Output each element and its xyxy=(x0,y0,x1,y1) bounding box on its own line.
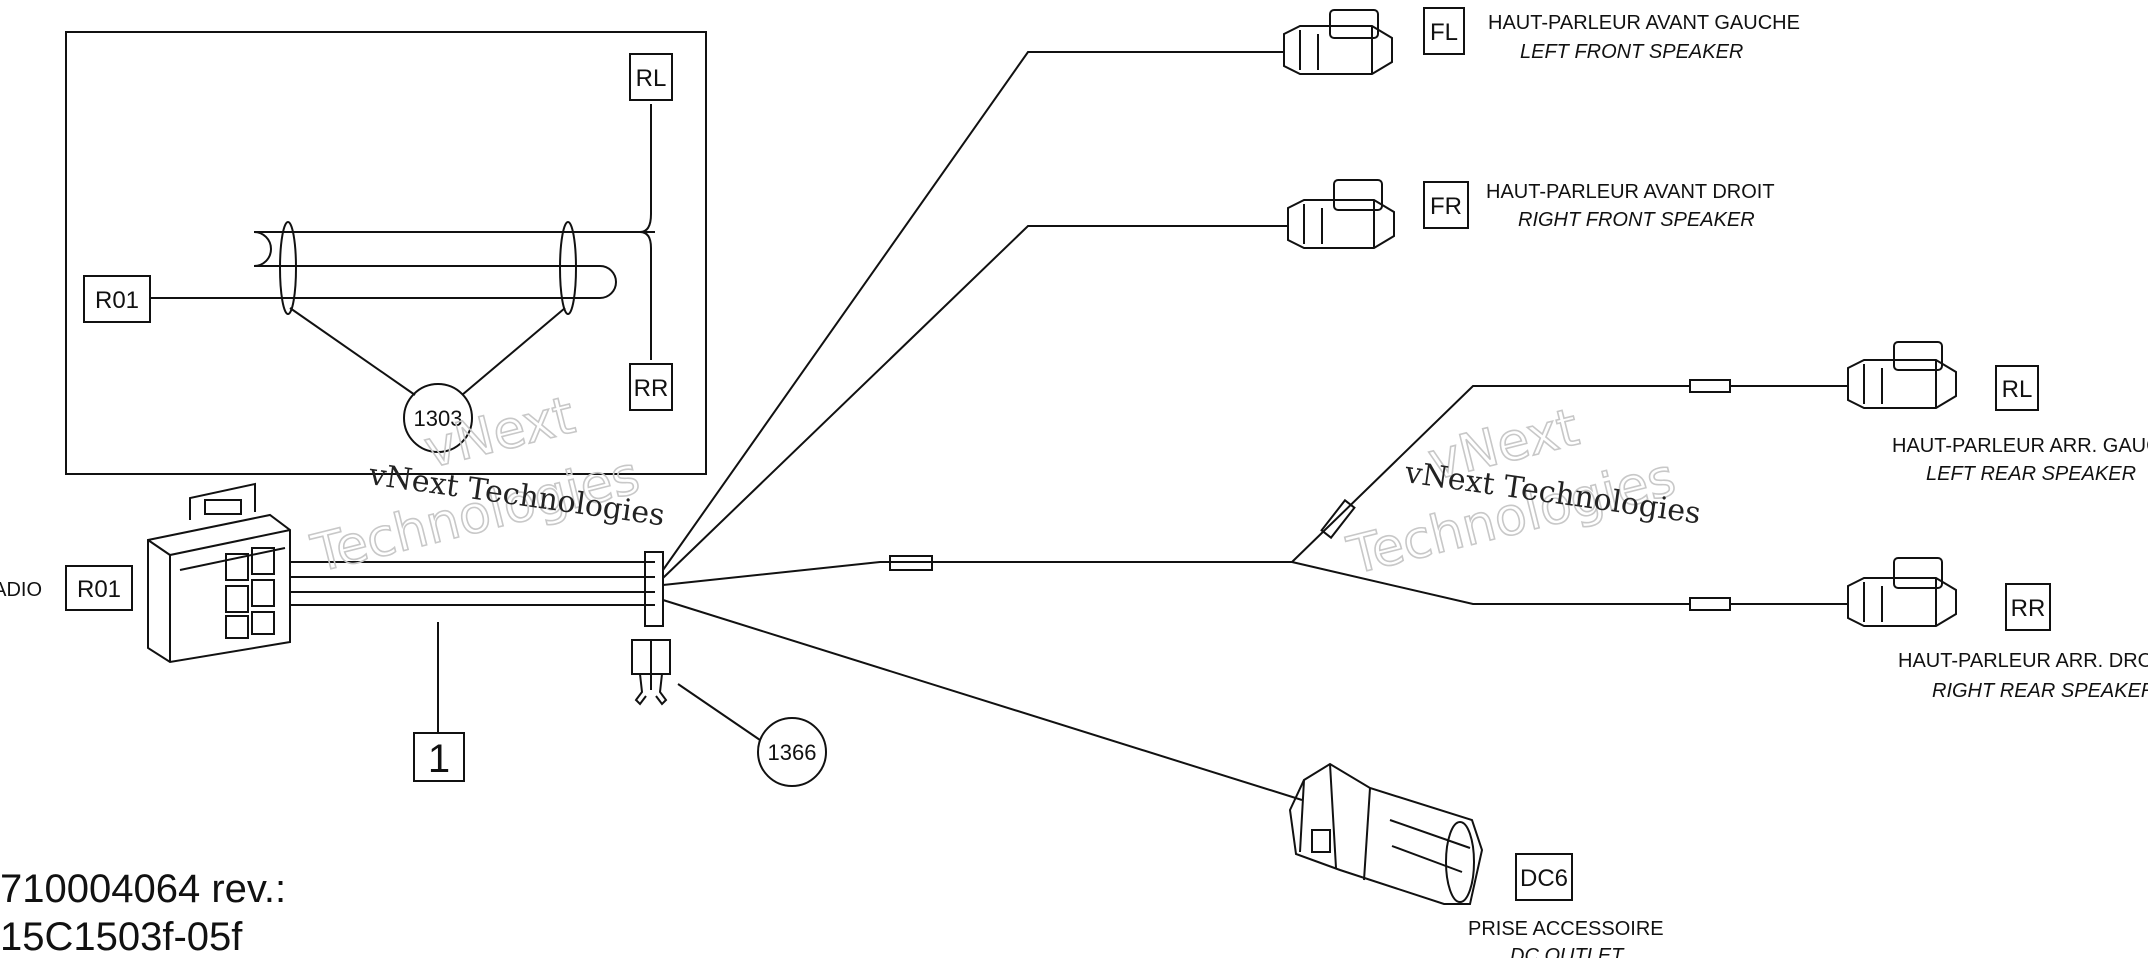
wire-to-dc6 xyxy=(662,599,1303,801)
inset-rr-box xyxy=(629,363,673,411)
part-number-line1: 710004064 rev.: xyxy=(0,867,286,911)
fl-tag-box xyxy=(1423,7,1465,55)
fr-label-fr: HAUT-PARLEUR AVANT DROIT xyxy=(1486,181,1775,203)
item-callout-box xyxy=(413,732,465,782)
rl-tag-box xyxy=(1995,365,2039,411)
dc6-label-en: DC OUTLET xyxy=(1510,945,1625,958)
inset-rl-box xyxy=(629,53,673,101)
inset-r01-tag: R01 xyxy=(95,287,139,314)
radio-tag: R01 xyxy=(77,576,121,603)
inset-rl-tag: RL xyxy=(636,65,667,92)
clip-leader xyxy=(677,683,761,741)
inset-leader-left xyxy=(289,307,416,396)
dc6-connector-icon xyxy=(1288,762,1484,905)
radio-connector-icon xyxy=(147,482,291,664)
harness-band xyxy=(644,551,664,627)
branch-sleeve xyxy=(1320,498,1356,540)
inset-rr-tag: RR xyxy=(634,375,669,402)
rr-connector-icon xyxy=(1847,557,1957,627)
rr-label-en: RIGHT REAR SPEAKER xyxy=(1932,680,2148,702)
dc6-label-fr: PRISE ACCESSOIRE xyxy=(1468,918,1664,940)
rr-tag-box xyxy=(2005,583,2051,631)
inset-callout-number: 1303 xyxy=(414,406,463,431)
radio-label: RADIO xyxy=(0,579,42,601)
wire-to-rr-a xyxy=(1291,561,1690,605)
inset-branch-rr xyxy=(639,231,652,360)
rl-sleeve xyxy=(1689,379,1731,393)
fl-label-fr: HAUT-PARLEUR AVANT GAUCHE xyxy=(1488,12,1800,34)
part-number-line2: 15C1503f-05f xyxy=(0,915,243,958)
fl-label-en: LEFT FRONT SPEAKER xyxy=(1520,41,1743,63)
inset-branch-rl xyxy=(639,104,652,233)
dc6-tag-box xyxy=(1515,853,1573,901)
rl-label-en: LEFT REAR SPEAKER xyxy=(1926,463,2136,485)
rr-sleeve xyxy=(1689,597,1731,611)
trunk-sleeve xyxy=(889,555,933,571)
rr-label-fr: HAUT-PARLEUR ARR. DROIT xyxy=(1898,650,2148,672)
wire-to-rl-a xyxy=(1291,385,1690,563)
fl-tag: FL xyxy=(1430,19,1458,46)
wire-trunk xyxy=(662,561,1292,586)
fr-tag: FR xyxy=(1430,193,1462,220)
fl-connector-icon xyxy=(1283,9,1393,75)
fr-label-en: RIGHT FRONT SPEAKER xyxy=(1518,209,1755,231)
rr-tag: RR xyxy=(2011,595,2046,622)
clip-callout-circle xyxy=(757,717,827,787)
harness-clip-icon xyxy=(631,639,671,706)
clip-callout-number: 1366 xyxy=(768,740,817,765)
item-callout-number: 1 xyxy=(428,737,450,781)
rl-connector-icon xyxy=(1847,341,1957,409)
rl-label-fr: HAUT-PARLEUR ARR. GAUCH xyxy=(1892,435,2148,457)
fr-tag-box xyxy=(1423,181,1469,229)
inset-sleeve-right xyxy=(559,221,577,315)
inset-callout-circle xyxy=(403,383,473,453)
inset-harness-loop xyxy=(150,231,655,299)
radio-tag-box xyxy=(65,565,133,611)
inset-sleeve-left xyxy=(279,221,297,315)
wire-to-fr xyxy=(662,225,1288,579)
inset-frame xyxy=(65,31,707,475)
inset-r01-box xyxy=(83,275,151,323)
rl-tag: RL xyxy=(2002,376,2033,403)
fr-connector-icon xyxy=(1287,179,1395,249)
dc6-tag: DC6 xyxy=(1520,865,1568,892)
wire-to-fl xyxy=(662,51,1284,571)
inset-leader-right xyxy=(461,307,566,396)
